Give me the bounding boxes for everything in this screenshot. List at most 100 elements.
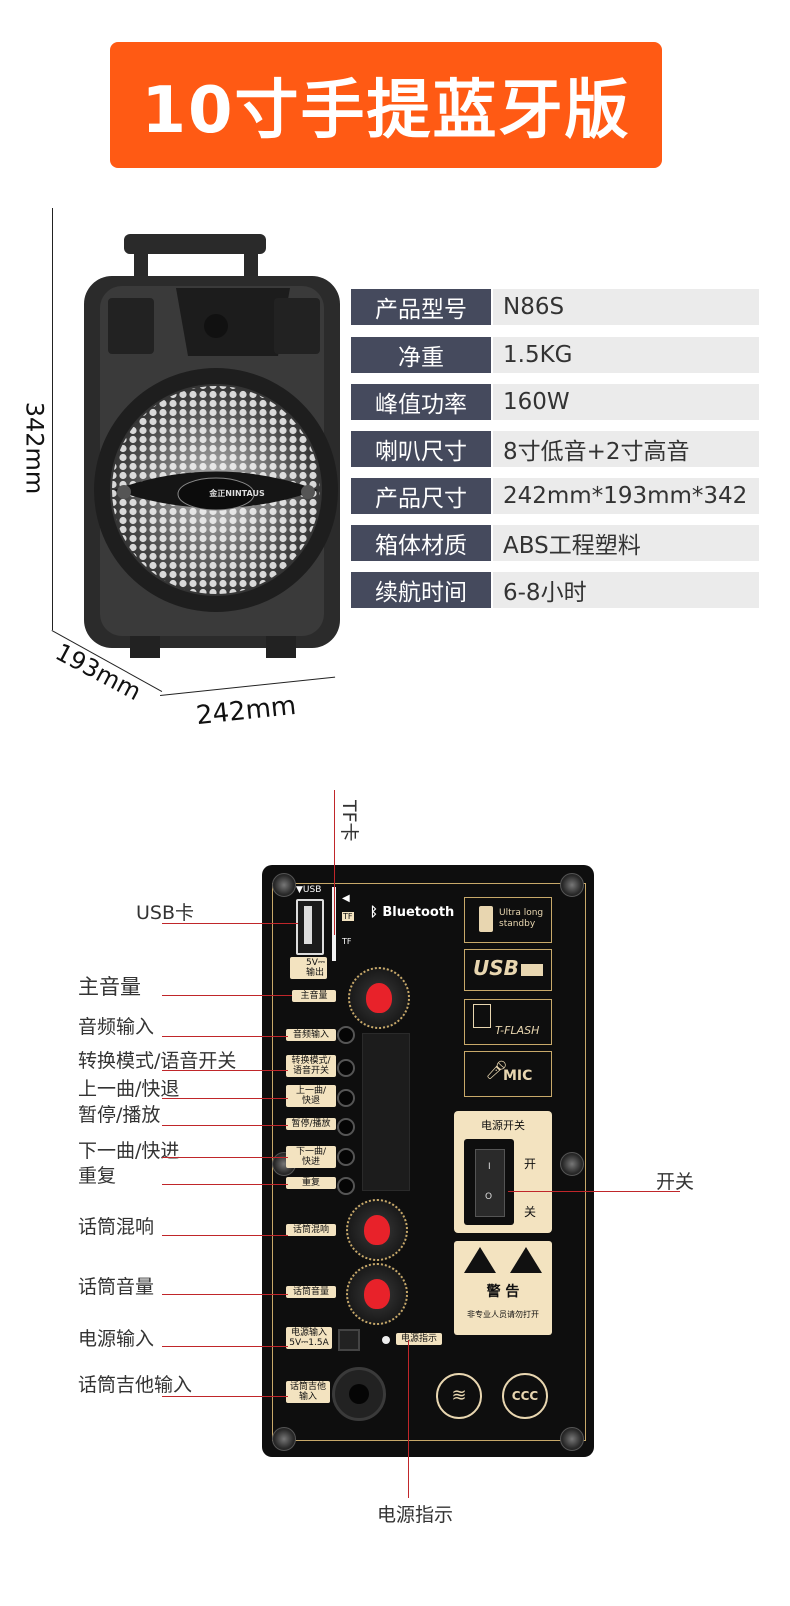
battery-icon [479,906,493,932]
spec-label: 箱体材质 [351,525,491,561]
pause-button[interactable] [337,1118,355,1136]
tf-label-secondary: TF [342,937,352,946]
audio-in-callout: 音频输入 [78,1016,155,1038]
mic-badge: 🎤︎ MIC [464,1051,552,1097]
tf-callout-line [334,790,335,935]
ccc-certification-icon: CCC [502,1373,548,1419]
spec-label: 续航时间 [351,572,491,608]
spec-row-product-size: 产品尺寸 242mm*193mm*342 [351,478,759,514]
height-dimension-label: 342mm [20,401,49,495]
power-switch[interactable]: I O [464,1139,514,1225]
usb-stick-icon [521,964,543,976]
spec-row-speaker-size: 喇叭尺寸 8寸低音+2寸高音 [351,431,759,467]
mic-volume-knob[interactable] [346,1263,408,1325]
mic-reverb-label: 话筒混响 [286,1224,336,1236]
next-button[interactable] [337,1148,355,1166]
bluetooth-logo: ᛒ Bluetooth [370,905,454,920]
standby-text: Ultra long standby [499,908,544,929]
usb-out-label: 5V⎓ 输出 [290,957,328,979]
main-volume-label: 主音量 [292,990,336,1002]
speaker-illustration [84,234,340,658]
repeat-button[interactable] [337,1177,355,1195]
spec-row-material: 箱体材质 ABS工程塑料 [351,525,759,561]
repeat-button-label: 重复 [286,1177,336,1189]
mic-volume-label: 话筒音量 [286,1286,336,1298]
tf-arrow-icon: ◀ [342,893,350,904]
screw-icon [272,873,296,897]
warning-text: 非专业人员请勿打开 [467,1310,539,1319]
usb-port[interactable] [296,899,324,955]
power-led-callout: 电源指示 [377,1504,454,1526]
next-callout-line [162,1157,288,1158]
mode-button[interactable] [337,1059,355,1077]
mic-volume-callout: 话筒音量 [78,1276,155,1298]
usb-callout: USB卡 [136,902,195,924]
spec-label: 产品型号 [351,289,491,325]
tf-label: TF [342,912,354,921]
repeat-callout: 重复 [78,1165,117,1187]
mic-guitar-jack[interactable] [332,1367,386,1421]
banner-title: 10寸手提蓝牙版 [141,74,631,148]
title-banner: 10寸手提蓝牙版 [110,42,662,168]
switch-on-label: 开 [524,1157,537,1171]
mic-guitar-callout-line [162,1396,288,1397]
spec-value: ABS工程塑料 [493,525,759,561]
power-in-label: 电源输入 5V⎓1.5A [286,1327,332,1349]
mic-text: MIC [503,1068,533,1084]
no-water-icon: ≋ [436,1373,482,1419]
next-button-label: 下一曲/ 快进 [286,1146,336,1168]
main-volume-callout: 主音量 [78,975,141,999]
spec-row-battery: 续航时间 6-8小时 [351,572,759,608]
screw-icon [560,873,584,897]
speaker-brand-logo: 金正NINTAUS [209,489,265,498]
switch-callout: 开关 [656,1171,695,1193]
bluetooth-text: Bluetooth [382,905,455,920]
prev-button-label: 上一曲/ 快退 [286,1085,336,1107]
pause-callout-line [162,1125,288,1126]
power-in-callout: 电源输入 [78,1328,155,1350]
spec-label: 产品尺寸 [351,478,491,514]
main-volume-knob[interactable] [348,967,410,1029]
standby-badge: Ultra long standby [464,897,552,943]
screw-icon [560,1427,584,1451]
usb-logo-badge: USB [464,949,552,991]
mic-reverb-callout-line [162,1235,288,1236]
mode-button-label: 转换模式/ 语音开关 [286,1055,336,1077]
audio-in-callout-line [162,1036,288,1037]
screw-icon [560,1152,584,1176]
mic-reverb-knob[interactable] [346,1199,408,1261]
audio-in-jack[interactable] [337,1026,355,1044]
spec-value: 242mm*193mm*342 [493,478,759,514]
microphone-icon: 🎤︎ [485,1060,508,1081]
pause-button-label: 暂停/播放 [286,1118,336,1130]
width-dimension-label: 242mm [194,690,298,732]
power-led-callout-line [408,1340,409,1498]
tflash-text: T-FLASH [495,1024,540,1037]
tf-callout: TF卡 [338,800,360,842]
height-dimension-line [52,208,53,630]
power-in-callout-line [162,1346,288,1347]
prev-callout: 上一曲/快退 [78,1078,180,1100]
next-callout: 下一曲/快进 [78,1140,180,1162]
mode-callout-line [162,1070,288,1071]
spec-row-model: 产品型号 N86S [351,289,759,325]
switch-off-label: 关 [524,1205,537,1219]
usb-top-label: ▼USB [296,885,322,895]
mic-volume-callout-line [162,1294,288,1295]
tflash-card-icon [473,1004,491,1028]
prev-button[interactable] [337,1089,355,1107]
power-switch-panel: 电源开关 I O 开 关 [454,1111,552,1233]
bluetooth-icon: ᛒ [370,905,383,920]
mic-guitar-label: 话筒吉他 输入 [286,1381,330,1403]
power-in-jack[interactable] [338,1329,360,1351]
width-dimension-line [160,676,336,696]
screw-icon [272,1427,296,1451]
electric-hazard-icon [464,1247,496,1273]
spec-value: 160W [493,384,759,420]
power-led [382,1336,390,1344]
control-panel: ▼USB ◀ TF TF ᛒ Bluetooth 5V⎓ 输出 主音量 音频输入… [262,865,594,1457]
mic-guitar-callout: 话筒吉他输入 [78,1374,193,1396]
spec-value: 8寸低音+2寸高音 [493,431,759,467]
audio-in-label: 音频输入 [286,1029,336,1041]
repeat-callout-line [162,1184,288,1185]
